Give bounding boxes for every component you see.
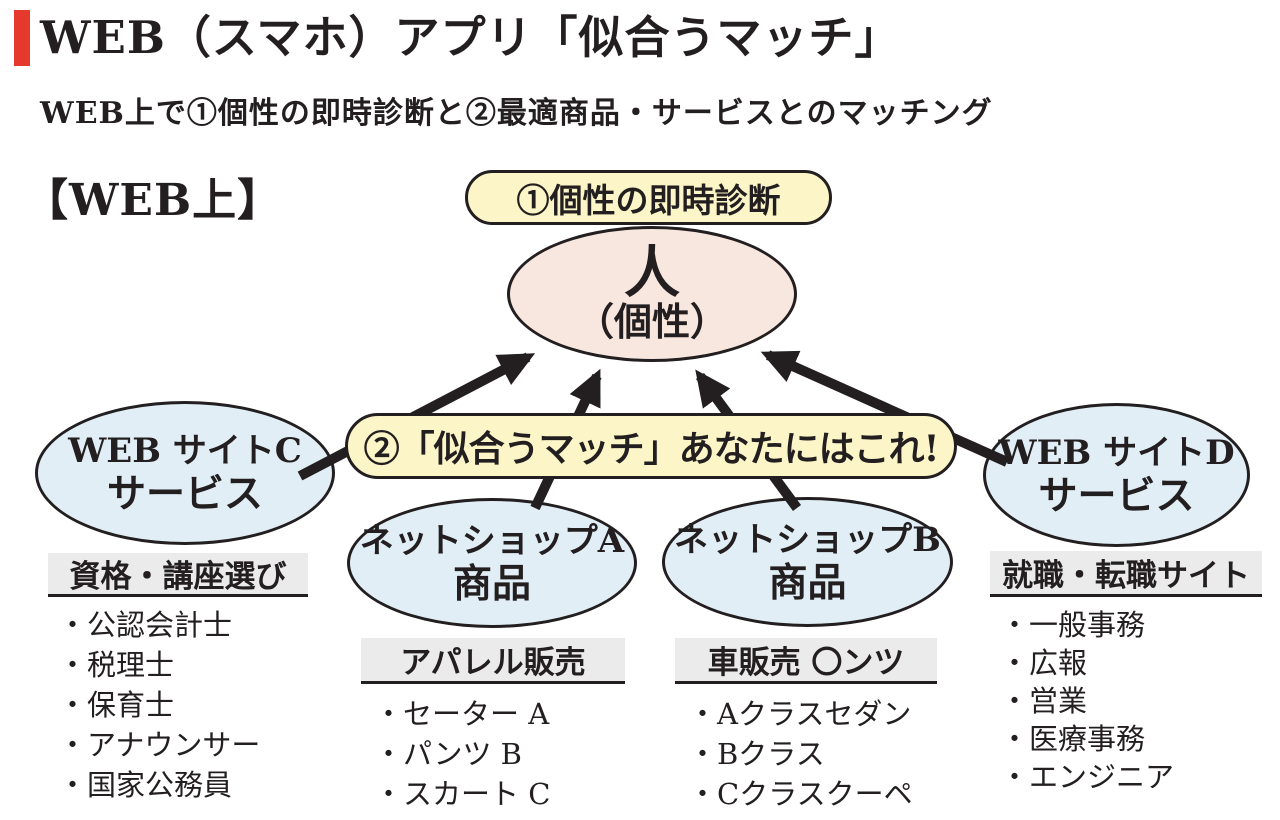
- node-sublabel: 商品: [452, 561, 531, 607]
- category-header-site-d: 就職・転職サイト: [990, 551, 1262, 597]
- list-item: ・国家公務員: [58, 768, 233, 802]
- category-header-shop-a: アパレル販売: [361, 638, 625, 684]
- list-item: ・スカート C: [374, 777, 551, 811]
- list-item: ・パンツ B: [374, 737, 522, 771]
- step2-badge: ②「似合うマッチ」あなたにはこれ!: [345, 413, 957, 479]
- node-sublabel: サービス: [1038, 473, 1195, 519]
- arrow-site-d-to-person: [760, 350, 1010, 467]
- list-item: ・保育士: [58, 688, 175, 722]
- node-net-shop-b: ネットショップB 商品: [662, 497, 953, 627]
- list-item: ・広報: [1000, 646, 1088, 680]
- node-label: ネットショップA: [359, 521, 625, 561]
- list-item: ・営業: [1000, 684, 1088, 718]
- list-item: ・エンジニア: [1000, 760, 1175, 794]
- node-web-site-c: WEB サイトC サービス: [35, 401, 335, 545]
- list-item: ・医療事務: [1000, 722, 1146, 756]
- item-list-site-c: ・公認会計士 ・税理士 ・保育士 ・アナウンサー ・国家公務員: [58, 605, 260, 805]
- node-sublabel: 商品: [768, 560, 847, 606]
- node-web-site-d: WEB サイトD サービス: [983, 403, 1250, 547]
- node-label: ネットショップB: [674, 520, 941, 560]
- list-item: ・セーター A: [374, 697, 550, 731]
- person-label: 人: [624, 240, 680, 306]
- web-context-label: 【WEB上】: [24, 175, 283, 226]
- list-item: ・Aクラスセダン: [688, 697, 912, 731]
- node-sublabel: サービス: [106, 471, 263, 517]
- list-item: ・一般事務: [1000, 608, 1146, 642]
- list-item: ・Cクラスクーペ: [688, 777, 913, 811]
- category-header-site-c: 資格・講座選び: [48, 553, 308, 597]
- person-sublabel: （個性）: [575, 299, 728, 344]
- title-accent-bar: [14, 10, 30, 66]
- list-item: ・税理士: [58, 648, 175, 682]
- item-list-shop-b: ・Aクラスセダン ・Bクラス ・Cクラスクーペ: [688, 694, 913, 814]
- header: WEB（スマホ）アプリ「似合うマッチ」: [14, 10, 901, 66]
- step1-badge: ①個性の即時診断: [465, 170, 832, 225]
- person-node: 人 （個性）: [507, 226, 797, 362]
- page-subtitle: WEB上で①個性の即時診断と②最適商品・サービスとのマッチング: [40, 96, 993, 131]
- list-item: ・アナウンサー: [58, 728, 261, 762]
- item-list-site-d: ・一般事務 ・広報 ・営業 ・医療事務 ・エンジニア: [1000, 606, 1174, 796]
- node-label: WEB サイトD: [998, 433, 1235, 473]
- page-title: WEB（スマホ）アプリ「似合うマッチ」: [40, 11, 901, 64]
- item-list-shop-a: ・セーター A ・パンツ B ・スカート C: [374, 694, 550, 814]
- category-header-shop-b: 車販売 〇ンツ: [675, 638, 937, 684]
- node-label: WEB サイトC: [68, 431, 302, 471]
- list-item: ・公認会計士: [58, 608, 233, 642]
- list-item: ・Bクラス: [688, 737, 825, 771]
- node-net-shop-a: ネットショップA 商品: [347, 498, 637, 628]
